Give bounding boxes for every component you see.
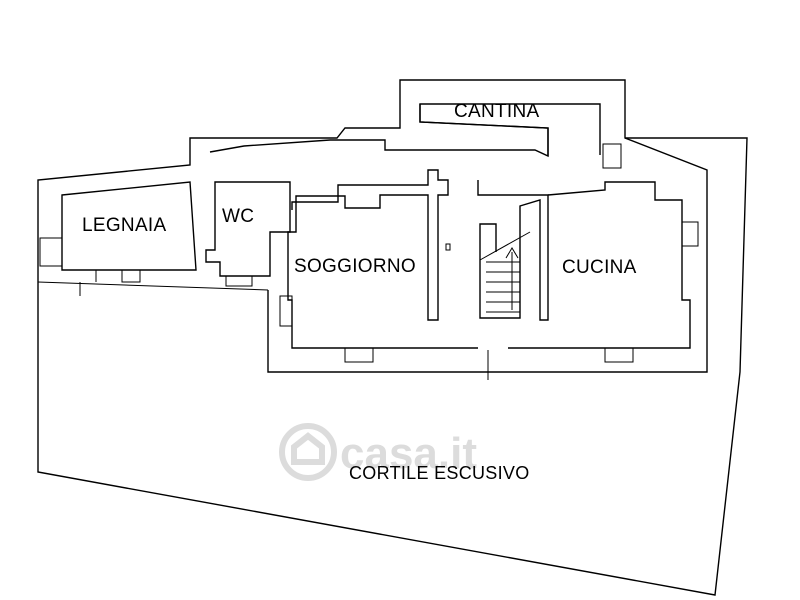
- legnaia-window: [39, 237, 63, 267]
- cantina-window: [602, 143, 622, 169]
- cucina-window-right: [681, 221, 699, 247]
- wc-window: [225, 275, 253, 287]
- watermark: casa.it: [279, 423, 477, 481]
- staircase: [479, 231, 531, 313]
- stair-arrow-icon: [505, 247, 519, 259]
- corridor-wall: [209, 103, 601, 158]
- building-outer-wall: [37, 79, 708, 373]
- soggiorno-walls: [287, 169, 478, 349]
- room-label-legnaia: LEGNAIA: [82, 215, 166, 236]
- cucina-outer: [508, 181, 691, 349]
- yard-label: CORTILE ESCUSIVO: [349, 463, 530, 483]
- soggiorno-window-left: [279, 295, 293, 327]
- watermark-text: casa.it: [340, 429, 477, 478]
- wc-walls: [205, 181, 291, 277]
- room-label-wc: WC: [222, 206, 254, 227]
- soggiorno-door-mark: [445, 243, 451, 251]
- yard-inner-line: [37, 281, 269, 291]
- room-label-soggiorno: SOGGIORNO: [294, 256, 416, 277]
- room-label-cantina: CANTINA: [454, 101, 540, 122]
- watermark-house-icon: [279, 423, 337, 481]
- cantina-walls: [419, 104, 549, 156]
- cucina-window-bottom: [604, 347, 634, 363]
- cucina-walls: [477, 180, 549, 321]
- yard-boundary: [37, 137, 748, 596]
- room-label-cucina: CUCINA: [562, 257, 637, 278]
- legnaia-door: [121, 269, 141, 283]
- soggiorno-window-bottom: [344, 347, 374, 363]
